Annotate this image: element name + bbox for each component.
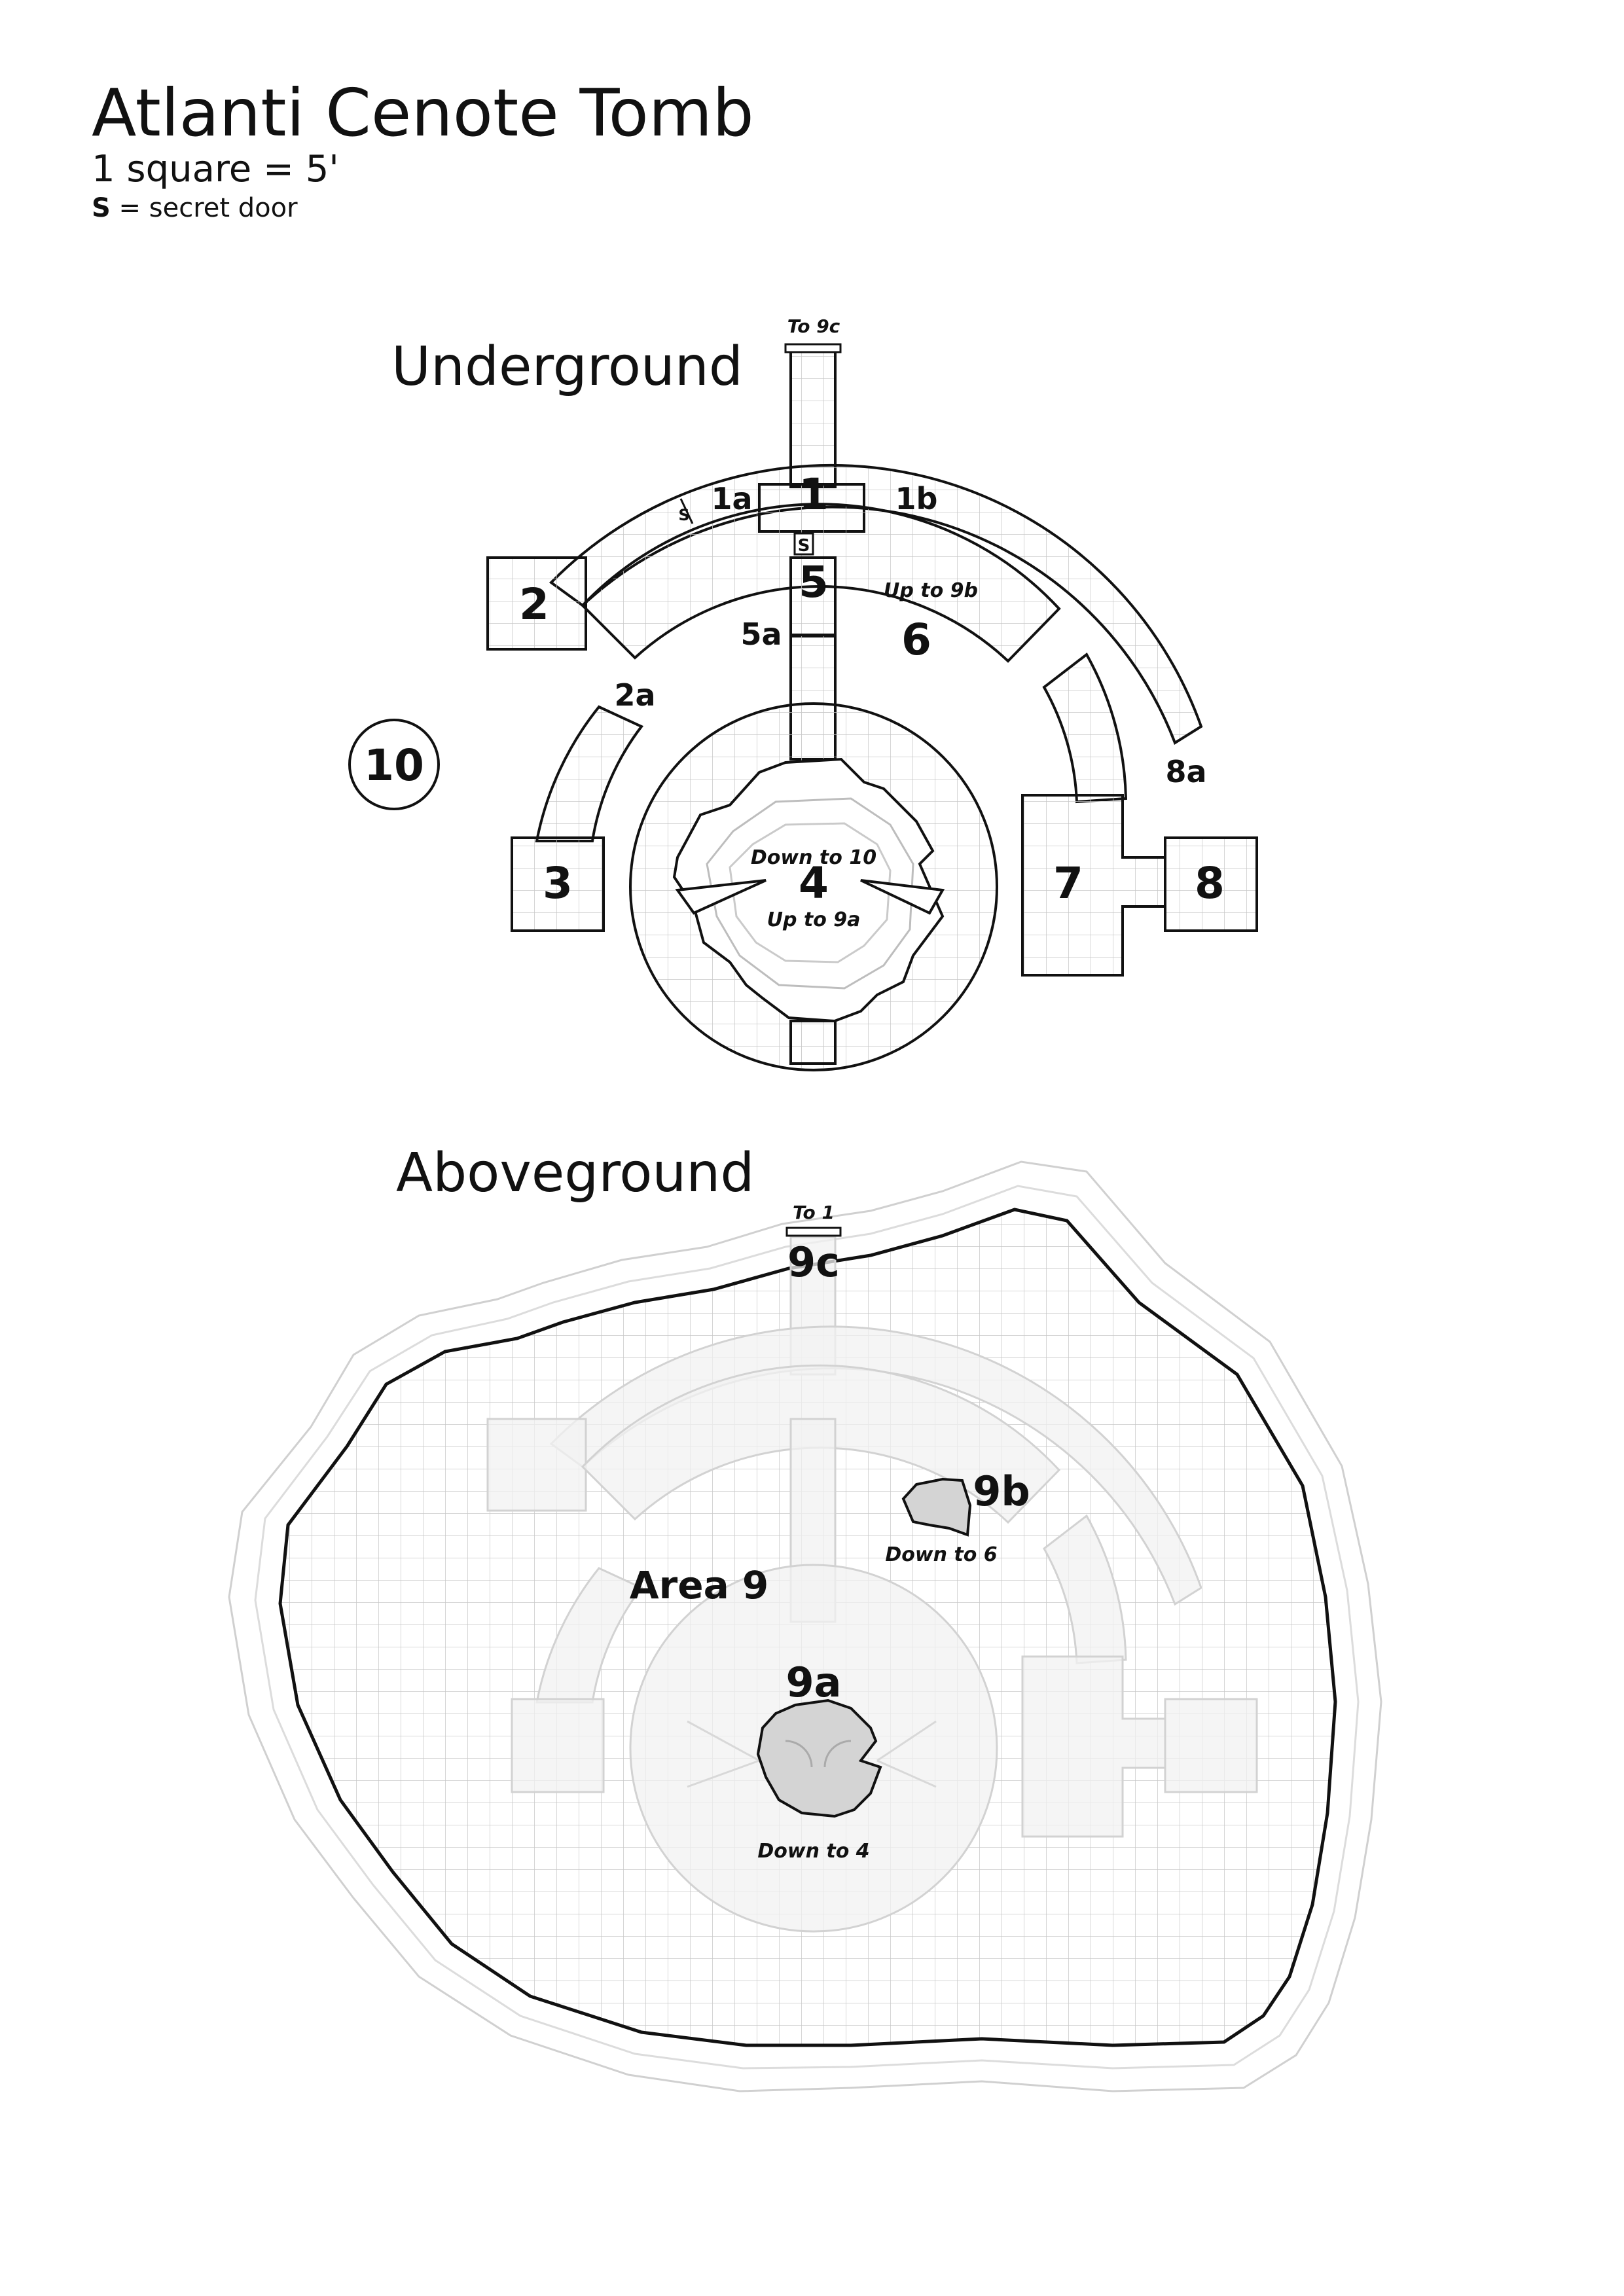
label-room-8a: 8a: [1165, 754, 1206, 789]
map-title: Atlanti Cenote Tomb: [92, 75, 754, 151]
shaft-9b: [901, 1477, 972, 1537]
note-down-to-4: Down to 4: [757, 1840, 869, 1863]
legend-text: = secret door: [110, 193, 298, 224]
room-3: [511, 836, 605, 932]
label-room-1b: 1b: [895, 481, 938, 516]
south-stub: [789, 1020, 837, 1065]
label-room-6: 6: [901, 615, 931, 665]
label-room-10: 10: [364, 740, 424, 791]
room-7: [1021, 794, 1166, 977]
label-9a: 9a: [786, 1659, 842, 1706]
left-lower-arc: [535, 705, 644, 842]
door-to-1: [785, 1227, 842, 1237]
room-5: [789, 556, 837, 637]
legend-symbol: S: [92, 193, 111, 224]
label-9c: 9c: [787, 1238, 840, 1286]
room-2: [486, 556, 587, 651]
label-room-8: 8: [1195, 858, 1225, 908]
underground-room-labels: 1 1a 1b 2 2a 3 4 5 5a 6 7 8 8a 10: [364, 469, 1225, 908]
label-room-4: 4: [799, 858, 829, 908]
note-to-9c: To 9c: [787, 315, 840, 337]
secret-door-label: S: [798, 536, 810, 556]
label-room-5a: 5a: [740, 617, 782, 652]
label-room-3: 3: [543, 858, 573, 908]
aboveground-map: Aboveground To 1: [228, 1142, 1382, 2092]
underground-overlay: [486, 1236, 1258, 1933]
label-area-9: Area 9: [630, 1563, 769, 1607]
cenote-halo-inner: [254, 1185, 1360, 2070]
secret-door-1a-line: [679, 498, 694, 524]
note-up-to-9b: Up to 9b: [884, 579, 978, 602]
secret-door-1a-label: S: [678, 506, 689, 524]
label-9b: 9b: [973, 1467, 1030, 1515]
label-room-1: 1: [799, 469, 829, 520]
note-to-1: To 1: [793, 1202, 835, 1223]
map-header: Atlanti Cenote Tomb 1 square = 5' S = se…: [92, 79, 754, 225]
note-down-to-10: Down to 10: [751, 846, 876, 869]
map-legend: S = secret door: [92, 191, 754, 225]
right-lower-arc: [1042, 653, 1128, 804]
label-room-2a: 2a: [614, 677, 655, 713]
secret-door-marker: [793, 532, 814, 556]
label-room-5: 5: [799, 557, 829, 607]
room-4-cenote: Down to 10 Up to 9a: [672, 757, 945, 1023]
room-10-circle: [348, 719, 440, 810]
label-room-1a: 1a: [711, 481, 752, 516]
cenote-halo-outer: [228, 1160, 1382, 2092]
note-down-to-6: Down to 6: [885, 1543, 997, 1566]
room-8: [1164, 836, 1258, 932]
door-to-9c: [784, 343, 842, 353]
underground-map: Underground: [348, 315, 1258, 1071]
map-scale: 1 square = 5': [92, 148, 339, 190]
pit-9a: [687, 1698, 937, 1818]
note-up-to-9a: Up to 9a: [767, 908, 861, 931]
aboveground-heading: Aboveground: [396, 1142, 754, 1204]
underground-heading: Underground: [391, 336, 743, 398]
label-room-2: 2: [519, 579, 549, 630]
label-room-7: 7: [1053, 858, 1083, 908]
